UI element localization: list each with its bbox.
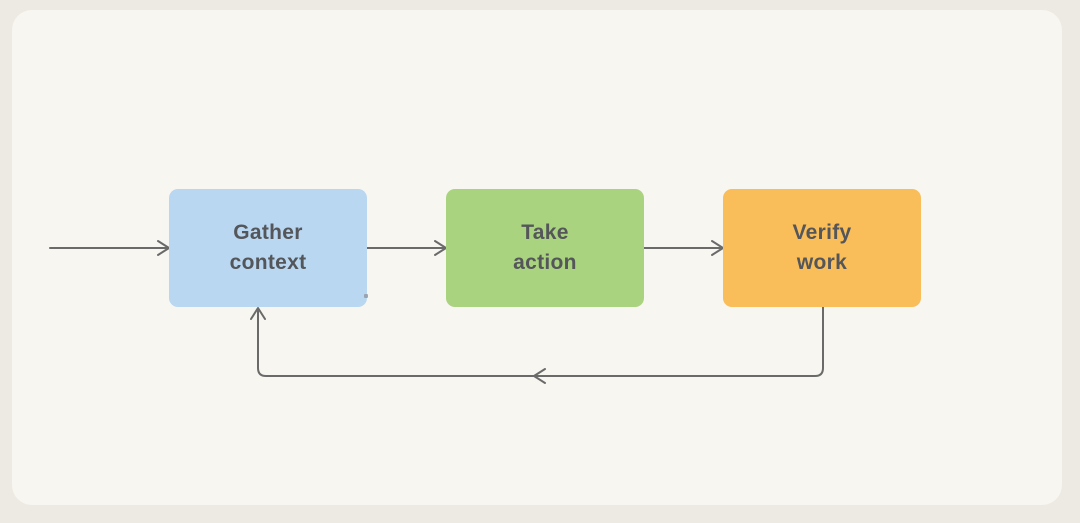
node-gather-context-label: Gather context — [229, 221, 307, 274]
node-gather-context[interactable]: Gather context — [169, 189, 367, 307]
node-verify-work[interactable]: Verify work — [723, 189, 921, 307]
node-take-action-label: Take action — [513, 221, 577, 274]
node-take-action[interactable]: Take action — [446, 189, 644, 307]
node-verify-work-label: Verify work — [792, 221, 852, 274]
selection-handle-artifact — [364, 294, 368, 298]
